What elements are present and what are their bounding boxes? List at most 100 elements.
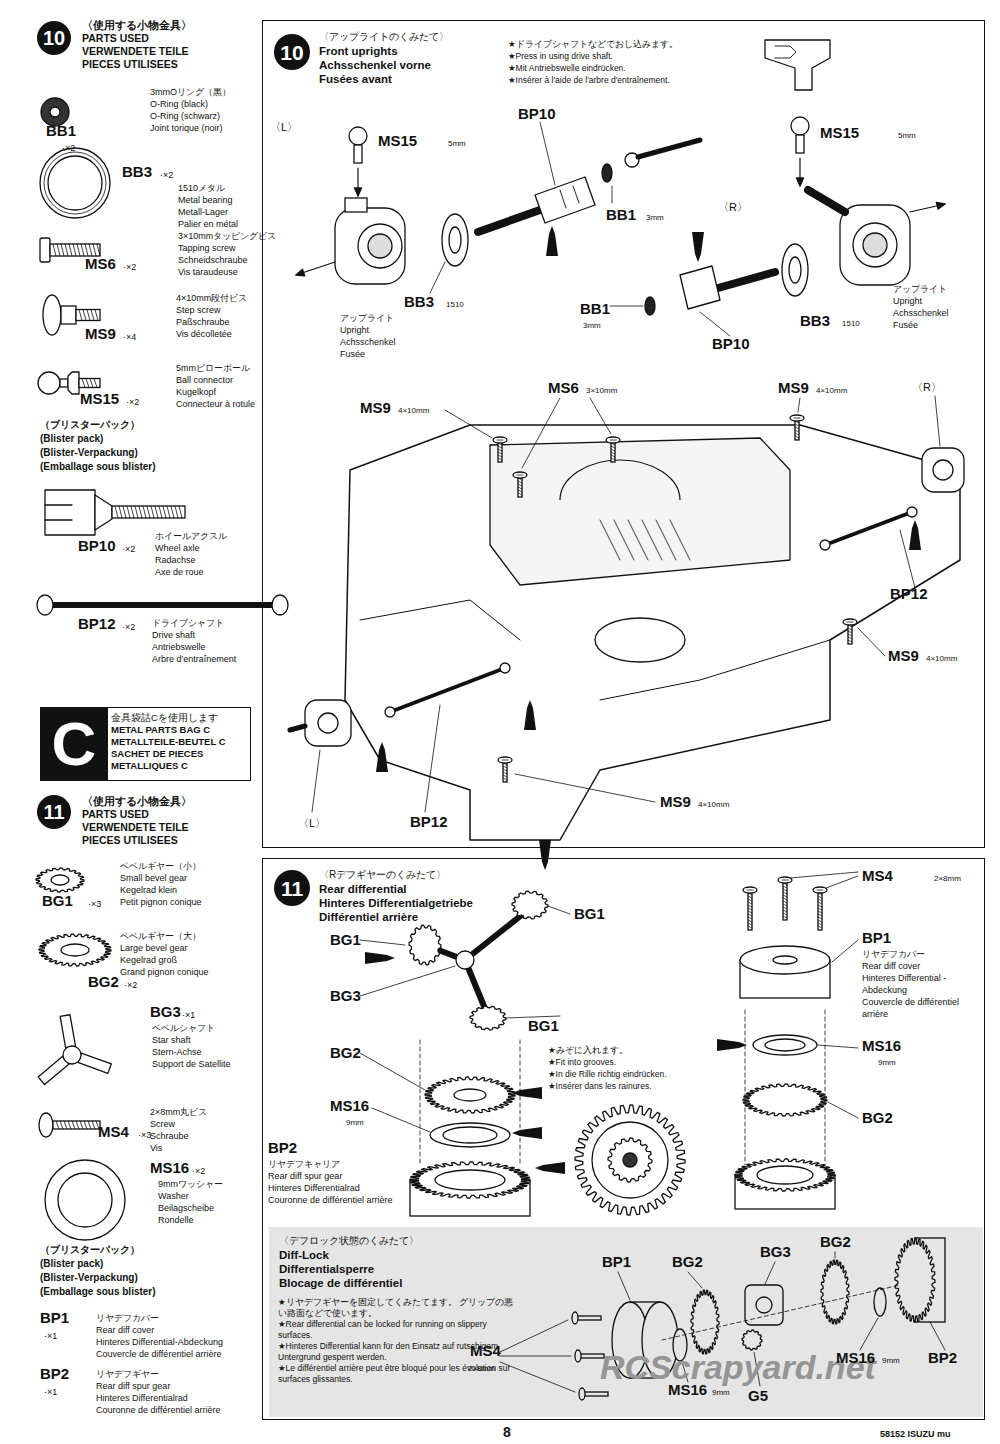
leader-line — [612, 186, 613, 203]
screw — [818, 911, 822, 913]
leader-line — [818, 1045, 858, 1048]
part-description: Vis taraudeuse — [178, 266, 238, 278]
drive-shaft — [390, 668, 505, 712]
step-number: 10 — [37, 21, 71, 55]
wheel-axle — [163, 506, 166, 518]
screw — [748, 902, 752, 904]
heading-subtext: METALLTEILE-BEUTEL C — [111, 736, 245, 748]
wheel-axle — [147, 506, 150, 518]
blister-heading: (Blister-Verpackung) — [40, 1271, 138, 1285]
chassis-edge — [600, 640, 830, 700]
part-code: MS16 — [836, 1350, 875, 1366]
part-description: Arbre d'entraînement — [152, 653, 236, 665]
upright — [305, 700, 351, 746]
quantity: ·×1 — [182, 1010, 195, 1020]
quantity: ·×2 — [123, 262, 136, 272]
part-description: リヤデフギヤー — [96, 1368, 256, 1380]
leader-line — [540, 122, 555, 185]
part-description: Radachse — [155, 554, 196, 566]
part-code: MS9 — [85, 326, 116, 342]
part-description: Achsschenkel — [340, 336, 396, 348]
screw — [848, 634, 852, 636]
dimension: 9mm — [712, 1388, 730, 1398]
dimension: 2×8mm — [468, 1364, 495, 1374]
step-screw — [79, 310, 82, 321]
part-code: MS16 — [150, 1160, 189, 1176]
wheel-axle — [45, 519, 72, 520]
leader-line — [590, 398, 611, 434]
assembly-arrow — [296, 262, 335, 275]
tapping-screw — [77, 244, 80, 256]
screw — [60, 1121, 63, 1129]
washer — [58, 1173, 112, 1227]
part-description: Upright — [893, 295, 922, 307]
step-number: 10 — [274, 34, 310, 70]
part-description: 9mmワッシャー — [158, 1178, 223, 1190]
leader-line — [312, 750, 320, 812]
quantity: ·×1 — [44, 1387, 57, 1397]
part-description: Rondelle — [158, 1214, 194, 1226]
wheel-axle — [119, 506, 122, 518]
step-number-text: 10 — [280, 42, 303, 63]
screw — [748, 890, 752, 930]
blister-heading: (Emballage sous blister) — [40, 460, 156, 474]
part-description: Palier en métal — [178, 218, 238, 230]
screw — [747, 890, 753, 891]
grease-brush — [539, 840, 551, 870]
gearbox — [490, 438, 790, 585]
step-number-text: 11 — [281, 878, 303, 899]
grease-brush — [717, 1039, 747, 1051]
part-description: O-Ring (black) — [150, 98, 208, 110]
diff-housing — [735, 1159, 835, 1191]
blister-heading: （ブリスターパック） — [40, 1243, 140, 1257]
wheel-axle — [143, 506, 146, 518]
model-number: 58152 ISUZU mu — [880, 1429, 951, 1440]
dimension: 3mm — [583, 321, 601, 331]
upright — [358, 224, 402, 268]
parts-heading: VERWENDETE TEILE — [82, 45, 189, 58]
part-description: Fusée — [340, 348, 365, 360]
part-code: BG1 — [528, 1018, 559, 1034]
part-code: BP1 — [40, 1310, 69, 1326]
diff-cover — [740, 946, 830, 974]
leader-line — [522, 398, 560, 468]
grease-brush — [535, 1162, 565, 1174]
part-description: Rear diff cover — [96, 1324, 256, 1336]
part-code: BG1 — [330, 932, 361, 948]
screw — [848, 628, 852, 630]
large-bevel-gear — [454, 1089, 486, 1101]
screw — [783, 892, 787, 894]
screw — [783, 910, 787, 912]
note: ★Fit into grooves. — [548, 1056, 708, 1068]
washer — [753, 1035, 817, 1055]
screw — [847, 622, 853, 623]
screw — [748, 899, 752, 901]
part-code: BG1 — [42, 893, 73, 909]
star-shaft — [456, 951, 474, 969]
part-description: Stern-Achse — [152, 1046, 202, 1058]
part-description: Axe de roue — [155, 566, 204, 578]
star-shaft — [63, 1046, 81, 1064]
grease-brush — [546, 226, 558, 256]
small-bevel-gear — [470, 1006, 506, 1030]
screw — [795, 424, 799, 426]
screw — [748, 896, 752, 898]
note: ★Insérer dans les rainures. — [548, 1080, 708, 1092]
part-code: BB1 — [46, 123, 76, 139]
leader-line — [360, 1053, 425, 1090]
screw — [76, 1121, 79, 1129]
wheel-axle — [135, 506, 138, 518]
parts-heading: PIECES UTILISEES — [82, 834, 178, 847]
screw — [80, 1121, 83, 1129]
screw — [503, 775, 507, 777]
part-code: MS15 — [80, 391, 119, 407]
screw — [783, 916, 787, 918]
upright — [853, 223, 897, 267]
chassis — [345, 425, 960, 840]
screw — [743, 887, 757, 893]
part-description: Drive shaft — [152, 629, 195, 641]
part-code: MS6 — [548, 380, 579, 396]
side-marker: 〈L〉 — [270, 121, 298, 134]
screw — [517, 475, 523, 476]
assembly-arrow — [296, 269, 305, 276]
